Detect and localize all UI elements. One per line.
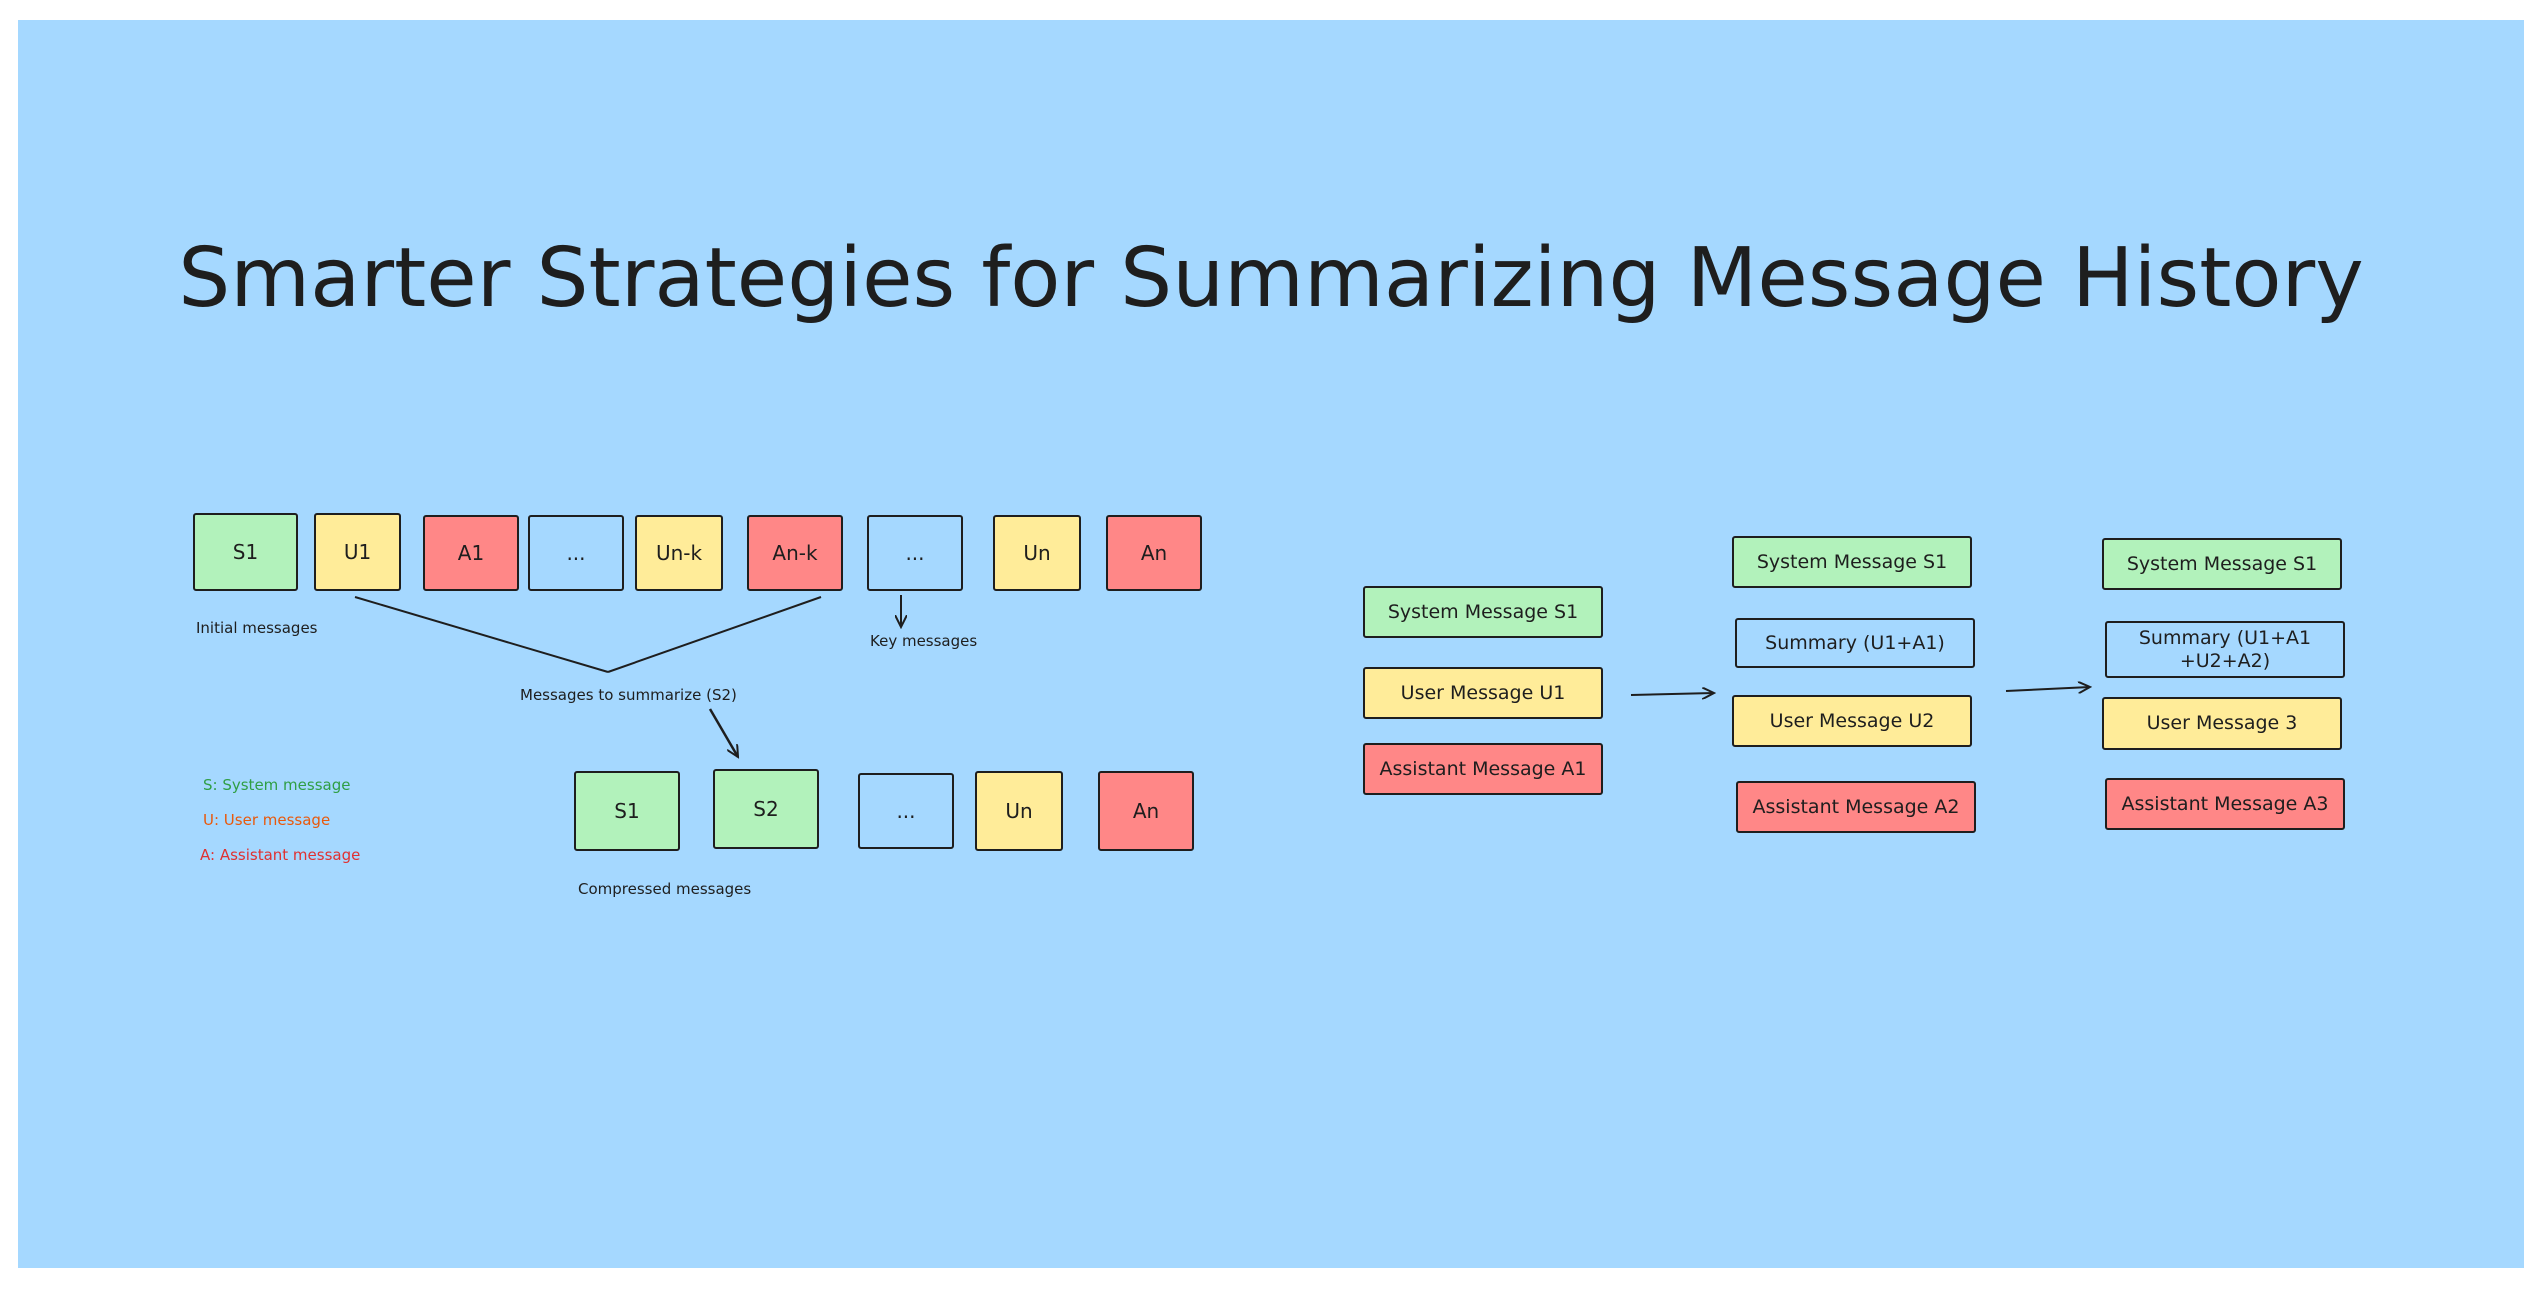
connector-lines — [354, 595, 2524, 1268]
legend-assistant: A: Assistant message — [200, 846, 361, 864]
compressed-message-an: An — [1098, 771, 1194, 851]
summarize-label: Messages to summarize (S2) — [520, 686, 737, 704]
key-messages-label: Key messages — [870, 632, 978, 650]
legend-user: U: User message — [203, 811, 331, 829]
stage3-user-message: User Message 3 — [2102, 697, 2342, 750]
stage2-user-message: User Message U2 — [1732, 695, 1972, 747]
initial-message-a1: A1 — [423, 515, 519, 591]
initial-message-an: An — [1106, 515, 1202, 591]
summarize-bracket-left — [354, 596, 609, 673]
stage1-system-message: System Message S1 — [1363, 586, 1603, 638]
initial-message-ellipsis-2: ... — [867, 515, 963, 591]
initial-message-un: Un — [993, 515, 1081, 591]
initial-message-s1: S1 — [193, 513, 298, 591]
initial-message-u1: U1 — [314, 513, 401, 591]
page-title: Smarter Strategies for Summarizing Messa… — [178, 231, 2364, 326]
initial-message-un-k: Un-k — [635, 515, 723, 591]
summarize-arrow — [708, 708, 738, 757]
stage3-system-message: System Message S1 — [2102, 538, 2342, 590]
initial-message-an-k: An-k — [747, 515, 843, 591]
stage3-summary: Summary (U1+A1 +U2+A2) — [2105, 621, 2345, 678]
stage1-to-stage2-arrow — [1630, 693, 1714, 695]
stage1-user-message: User Message U1 — [1363, 667, 1603, 719]
stage1-assistant-message: Assistant Message A1 — [1363, 743, 1603, 795]
initial-message-ellipsis-1: ... — [528, 515, 624, 591]
summarize-bracket-right — [607, 596, 822, 673]
diagram-canvas: Smarter Strategies for Summarizing Messa… — [18, 20, 2524, 1268]
stage2-summary: Summary (U1+A1) — [1735, 618, 1975, 668]
compressed-messages-label: Compressed messages — [578, 880, 752, 898]
compressed-message-ellipsis: ... — [858, 773, 954, 849]
compressed-message-un: Un — [975, 771, 1063, 851]
legend-system: S: System message — [203, 776, 351, 794]
stage2-to-stage3-arrow — [2005, 687, 2090, 691]
stage2-assistant-message: Assistant Message A2 — [1736, 781, 1976, 833]
initial-messages-label: Initial messages — [196, 619, 318, 637]
stage2-system-message: System Message S1 — [1732, 536, 1972, 588]
compressed-message-s2: S2 — [713, 769, 819, 849]
compressed-message-s1: S1 — [574, 771, 680, 851]
stage3-assistant-message: Assistant Message A3 — [2105, 778, 2345, 830]
